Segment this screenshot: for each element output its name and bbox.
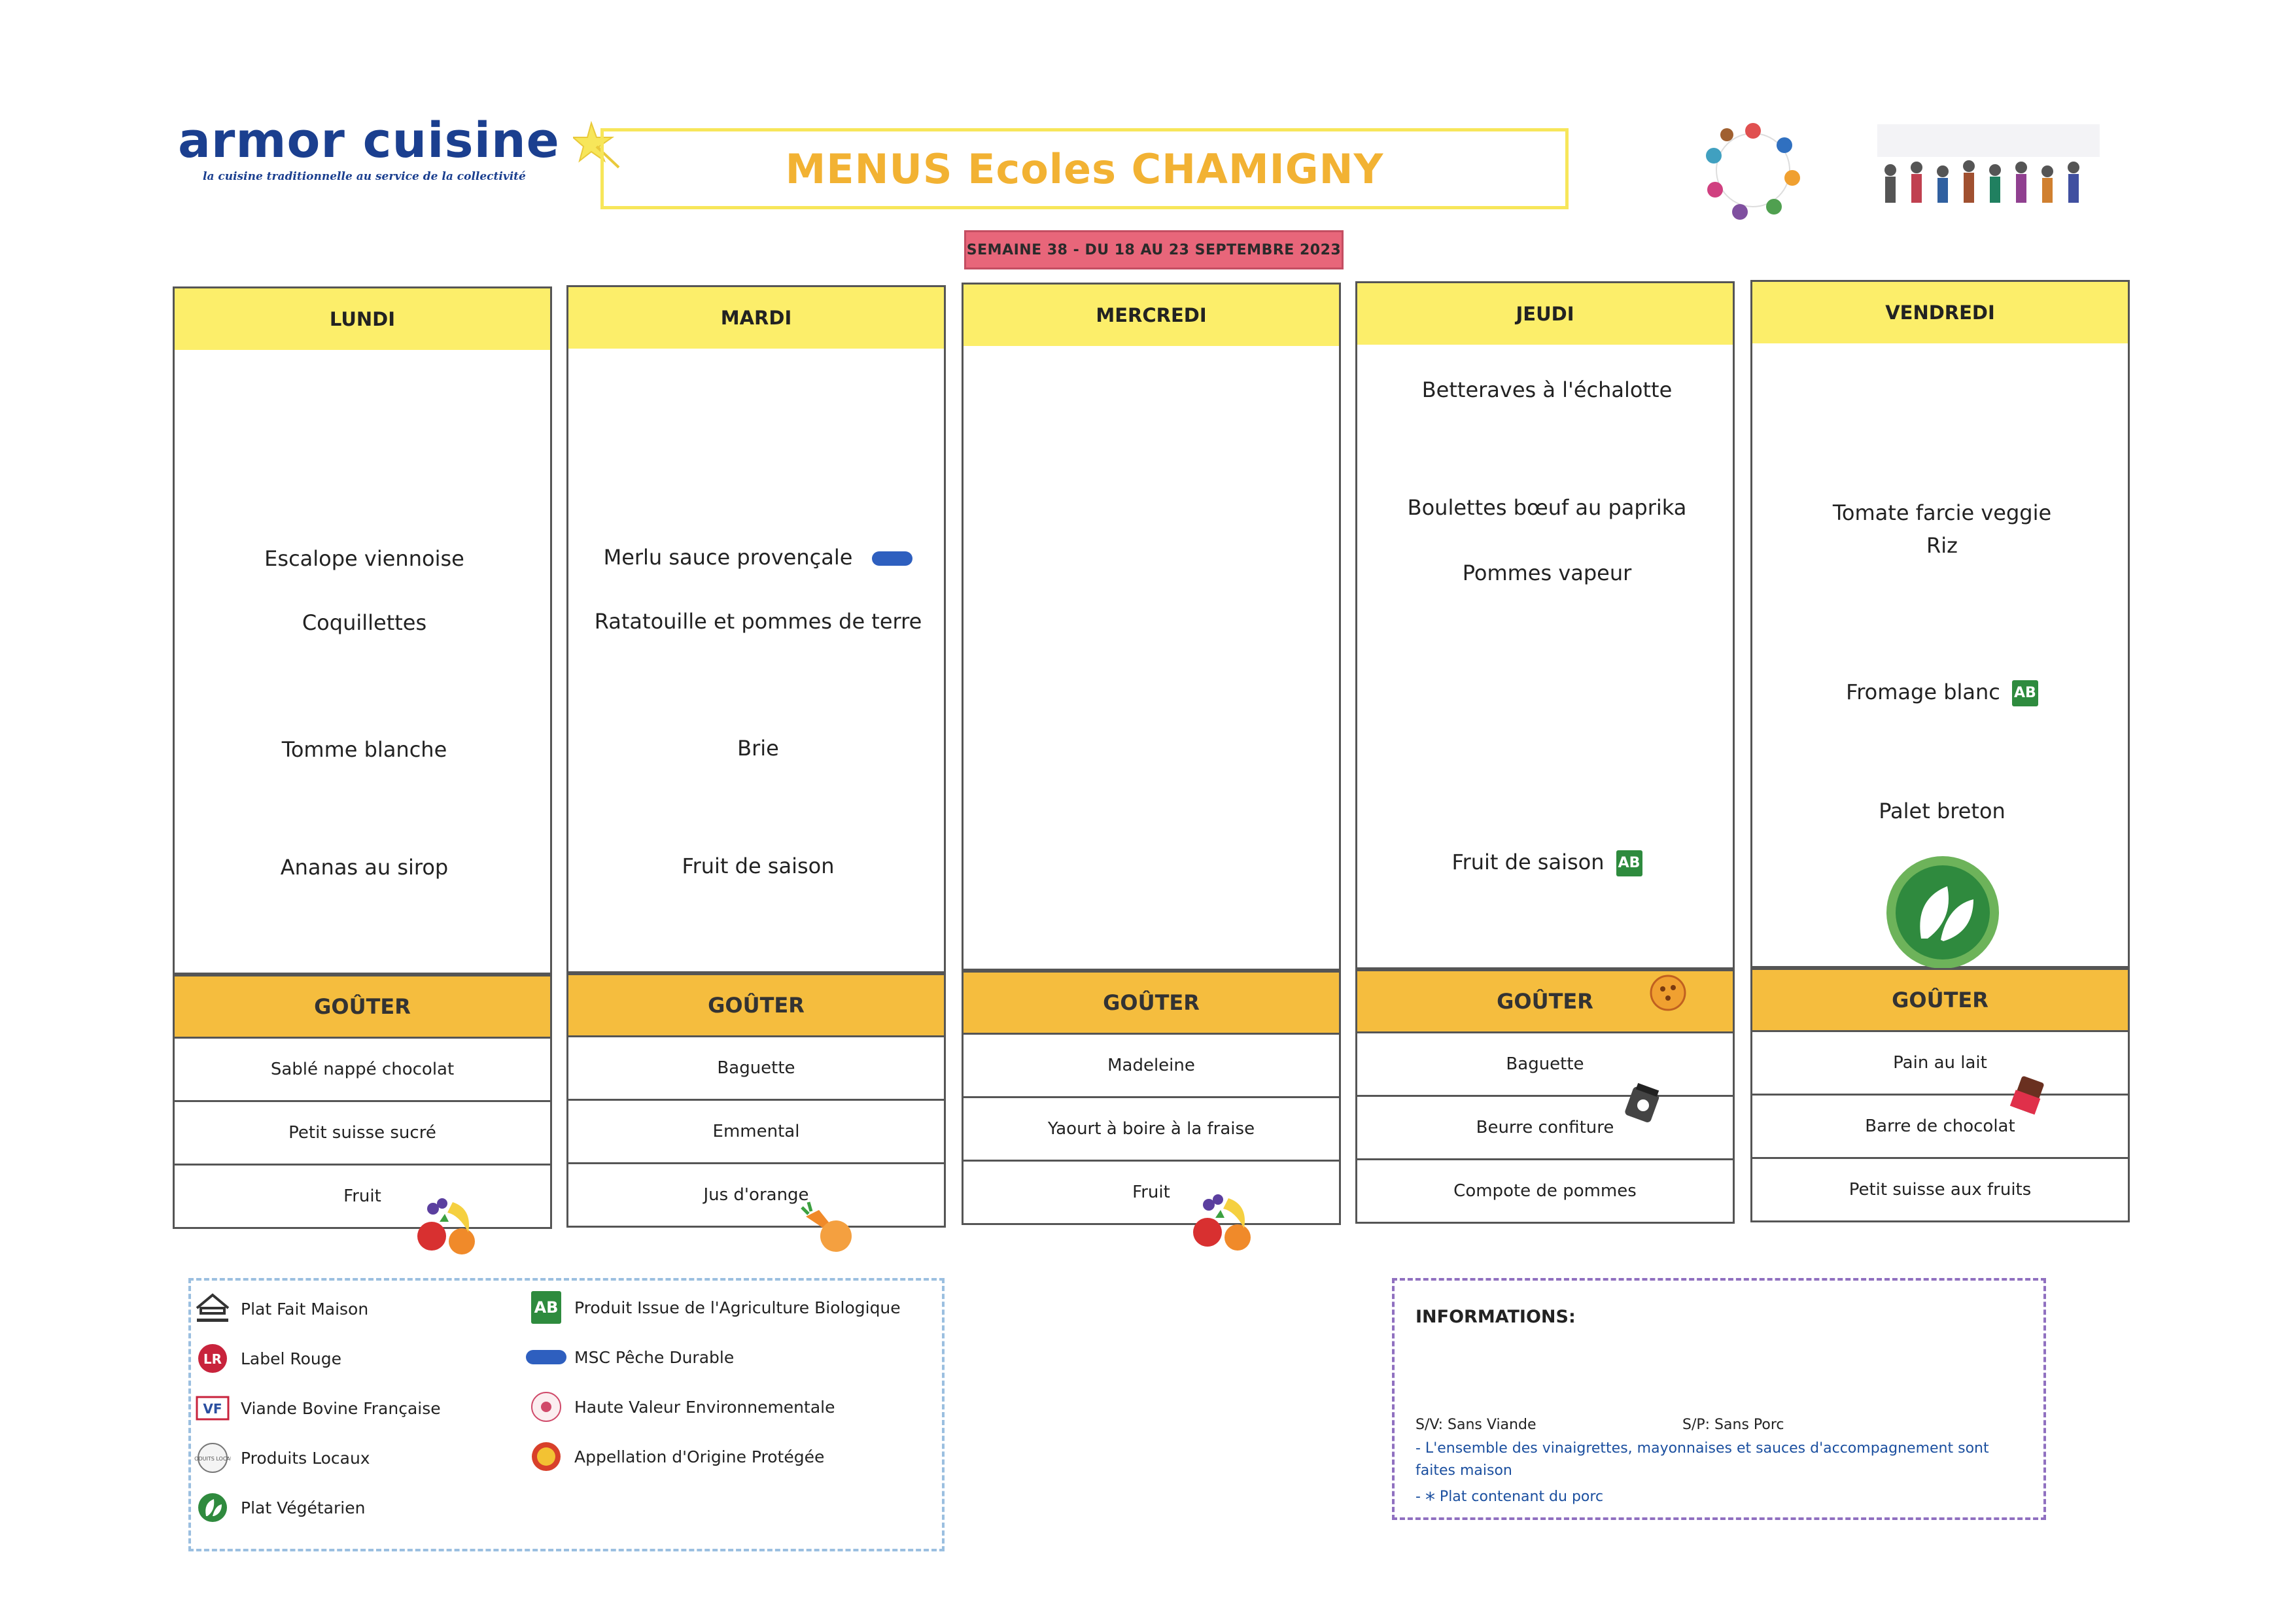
svg-text:VF: VF (203, 1401, 222, 1417)
snack-row: Barre de chocolat (1750, 1096, 2130, 1159)
dish: Tomme blanche (281, 737, 447, 762)
gouter-header: GOÛTER (173, 975, 552, 1039)
dish: Pommes vapeur (1462, 561, 1632, 585)
legend-item-vbf: VF Viande Bovine Française (191, 1391, 441, 1426)
svg-text:PRODUITS LOCAUX: PRODUITS LOCAUX (194, 1456, 231, 1462)
snack-row: Compote de pommes (1355, 1160, 1735, 1224)
jam-jar-icon (1625, 1082, 1659, 1122)
legend-item-bio: AB Produit Issue de l'Agriculture Biolog… (525, 1290, 901, 1325)
dish: Riz (1926, 533, 1958, 558)
snack-row: Fruit (173, 1166, 552, 1229)
gouter-header: GOÛTER (566, 973, 946, 1037)
snack-row: Jus d'orange (566, 1164, 946, 1228)
organic-ab-icon: AB (1616, 850, 1642, 876)
snack-row: Fruit (962, 1162, 1341, 1225)
snack-row: Petit suisse aux fruits (1750, 1159, 2130, 1222)
dish: Betteraves à l'échalotte (1421, 377, 1673, 402)
gouter-header: GOÛTER (962, 971, 1341, 1035)
chocolate-bar-icon (2009, 1076, 2044, 1115)
snack-row: Emmental (566, 1101, 946, 1164)
snack-row: Baguette (566, 1037, 946, 1101)
dish: Ananas au sirop (280, 855, 449, 880)
house-icon (191, 1291, 234, 1326)
snack-row: Yaourt à boire à la fraise (962, 1098, 1341, 1162)
legend-item-label-rouge: LR Label Rouge (191, 1341, 341, 1376)
carrot-icon (801, 1201, 852, 1252)
dish: Ratatouille et pommes de terre (594, 609, 922, 634)
dish: Tomate farcie veggie (1832, 500, 2052, 525)
children-group-icon (1877, 124, 2100, 203)
legend-item-aop: Appellation d'Origine Protégée (525, 1439, 824, 1474)
legend-item-produits-locaux: PRODUITS LOCAUX Produits Locaux (191, 1440, 370, 1476)
snack-row: Baguette (1355, 1033, 1735, 1097)
produits-locaux-icon: PRODUITS LOCAUX (191, 1440, 234, 1476)
info-sans-porc: S/P: Sans Porc (1682, 1417, 1784, 1433)
fruit-basket-icon (1193, 1194, 1251, 1251)
label-rouge-icon: LR (191, 1341, 234, 1376)
dish: Fruit de saison (1451, 850, 1605, 874)
star-icon (573, 120, 620, 169)
day-menu-body: Tomate farcie veggie Riz Fromage blanc AB… (1750, 343, 2132, 969)
dish: Palet breton (1879, 799, 2005, 823)
viande-bovine-francaise-icon: VF (191, 1391, 234, 1426)
info-sauces-maison: - L'ensemble des vinaigrettes, mayonnais… (1415, 1440, 1989, 1479)
dish-with-label: Fruit de saison AB (1357, 850, 1737, 876)
logo-tagline: la cuisine traditionnelle au service de … (203, 170, 526, 183)
msc-icon (525, 1339, 568, 1375)
star-marker: * (1425, 1489, 1435, 1512)
dish: Escalope viennoise (264, 546, 464, 571)
day-header: JEUDI (1355, 281, 1735, 347)
info-porc: - * Plat contenant du porc (1415, 1489, 1604, 1512)
day-header: MERCREDI (962, 283, 1341, 348)
snack-row: Madeleine (962, 1035, 1341, 1098)
legend-item-hve: Haute Valeur Environnementale (525, 1389, 835, 1425)
hve-icon (525, 1389, 568, 1425)
title-box: MENUS Ecoles CHAMIGNY (600, 128, 1569, 209)
dish: Boulettes bœuf au paprika (1407, 495, 1687, 520)
dish: Merlu sauce provençale (603, 545, 853, 570)
info-sans-viande: S/V: Sans Viande (1415, 1417, 1537, 1433)
organic-ab-icon: AB (525, 1290, 568, 1325)
dish: Fruit de saison (682, 854, 835, 878)
dish-with-label: Merlu sauce provençale (568, 545, 948, 570)
day-menu-body: Betteraves à l'échalotte Boulettes bœuf … (1355, 345, 1735, 969)
dish: Coquillettes (302, 610, 427, 635)
vegetarian-leaf-icon (1886, 856, 1999, 969)
svg-text:LR: LR (203, 1351, 222, 1367)
snack-row: Beurre confiture (1355, 1097, 1735, 1160)
msc-icon (872, 551, 913, 566)
legend-item-fait-maison: Plat Fait Maison (191, 1291, 368, 1326)
legend-item-vegetarien: Plat Végétarien (191, 1490, 365, 1525)
page-title: MENUS Ecoles CHAMIGNY (785, 145, 1384, 193)
week-badge: SEMAINE 38 - DU 18 AU 23 SEPTEMBRE 2023 (964, 230, 1344, 269)
legend-item-msc: MSC Pêche Durable (525, 1339, 734, 1375)
cookie-icon (1650, 975, 1686, 1011)
day-menu-body: Escalope viennoise Coquillettes Tomme bl… (173, 350, 552, 975)
gouter-header: GOÛTER (1750, 968, 2130, 1032)
day-header: LUNDI (173, 286, 552, 352)
children-circle-icon (1706, 123, 1800, 220)
dish: Brie (737, 736, 779, 761)
info-title: INFORMATIONS: (1415, 1307, 1576, 1327)
organic-ab-icon: AB (2011, 680, 2038, 706)
day-header: VENDREDI (1750, 280, 2130, 345)
snack-row: Sablé nappé chocolat (173, 1039, 552, 1102)
dish-with-label: Fromage blanc AB (1752, 680, 2132, 706)
snack-row: Petit suisse sucré (173, 1102, 552, 1166)
logo-text: armor cuisine (178, 112, 560, 169)
information-box: INFORMATIONS: S/V: Sans Viande S/P: Sans… (1392, 1278, 2046, 1520)
fruit-basket-icon (417, 1198, 475, 1254)
aop-icon (525, 1439, 568, 1474)
day-menu-body: Merlu sauce provençale Ratatouille et po… (566, 349, 946, 973)
day-header: MARDI (566, 285, 946, 351)
dish: Fromage blanc (1846, 680, 2000, 704)
vegetarian-leaf-icon (191, 1490, 234, 1525)
day-menu-body (962, 346, 1341, 971)
legend-box: Plat Fait Maison LR Label Rouge VF Viand… (188, 1278, 945, 1551)
snack-row: Pain au lait (1750, 1032, 2130, 1096)
